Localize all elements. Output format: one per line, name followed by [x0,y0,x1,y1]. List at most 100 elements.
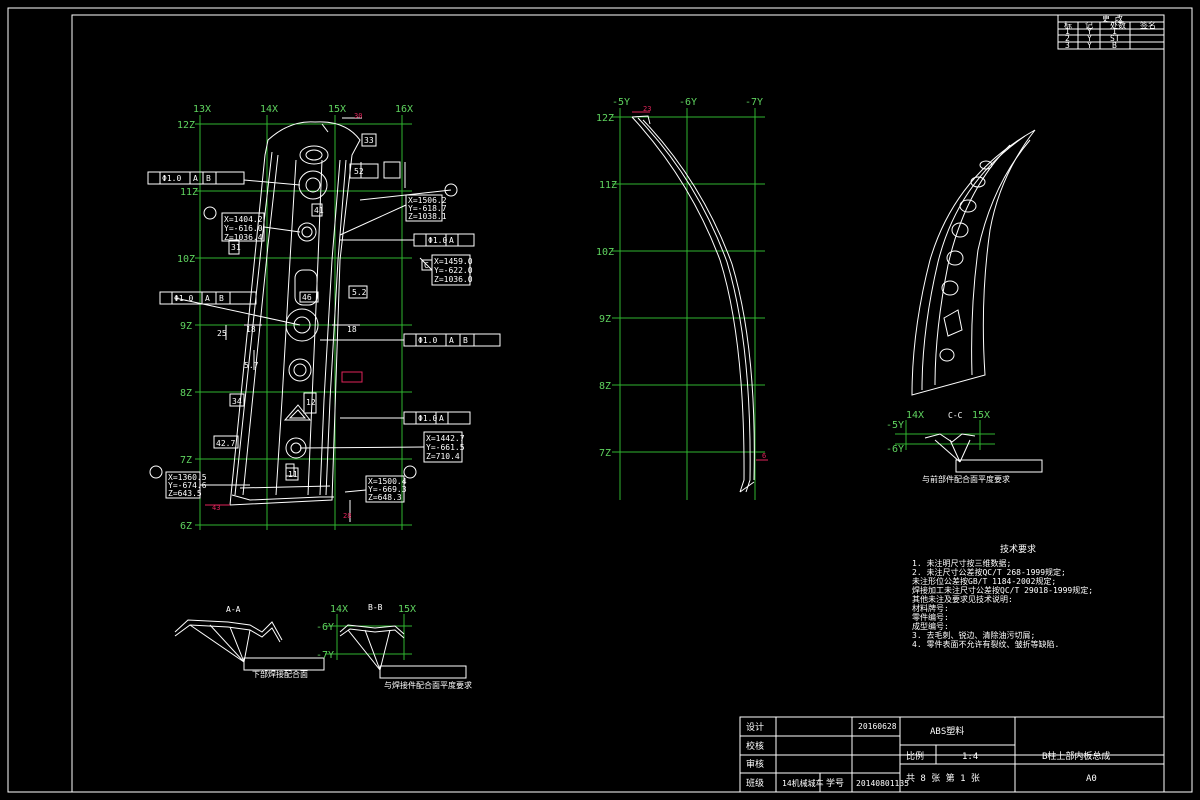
bb-grid-y6: -6Y [316,622,334,633]
tech-req-line: 成型编号: [912,621,949,631]
tb-paper-size: A0 [1086,774,1097,784]
iso-view [911,129,1036,396]
revision-col-0: 标 [1064,20,1072,30]
fcf-group: Φ1.0 A B Φ1.0 A Φ1.0 A B Φ1.0 A B Φ1.0 A… [147,171,501,425]
revision-cell: ST [1110,34,1120,43]
section-cc: 14X 15X -5Y -6Y C-C 与前部件配合面平度要求 [886,410,1043,484]
tb-class-value: 14机械城车 [782,778,824,788]
grid-z-10: 10Z [177,254,195,265]
tb-student-no-label: 学号 [826,777,844,789]
bb-grid-15: 15X [398,604,416,615]
dim-34: 34 [232,397,242,406]
title-block: 设计 校核 审核 班级 14机械城车 学号 20140801135 201606… [739,716,1165,793]
tech-req-line: 4. 零件表面不允许有裂纹、皱折等缺陷. [912,639,1059,649]
tb-checker-label: 校核 [746,740,764,752]
grid-x-16: 16X [395,104,413,115]
revision-table: 更 改 标 记 处数 签名 1 Y 1 2 Y ST 3 Y B [1057,13,1165,50]
bb-grid-y7: -7Y [316,650,334,661]
tech-req-title: 技术要求 [1000,543,1036,555]
grid-z-7: 7Z [180,455,192,466]
bb-label: B-B [368,603,383,612]
cc-grid-y6: -6Y [886,444,904,455]
side-grid-z-10: 10Z [596,247,614,258]
coord-br-x: X=1500.4 [368,477,407,486]
side-view: -5Y -6Y -7Y 12Z 11Z 10Z 9Z 8Z 7Z 23 6 [596,97,768,500]
revision-cell: 2 [1065,34,1070,43]
fcf-datum-a3: A [205,294,210,303]
fcf-datum-b4: B [463,336,468,345]
revision-cell: 1 [1112,27,1117,36]
datum-c: C [424,261,429,270]
aa-label: A-A [226,605,241,614]
grid-z-11: 11Z [180,187,198,198]
coord-bl-y: Y=-674.6 [168,481,207,490]
cc-grid-14: 14X [906,410,924,421]
coord-mid-z: Z=1036.0 [434,275,473,284]
dim-18b: 18 [347,325,357,334]
dim-18a: 18 [246,325,256,334]
coord-mid-x: X=1459.0 [434,257,473,266]
side-dim-6: 6 [762,452,766,460]
tb-scale-value: 1:4 [962,752,978,762]
aa-note: 下部焊接配合面 [252,669,308,679]
dim-52: 52 [354,167,364,176]
cc-grid-y5: -5Y [886,420,904,431]
revision-cell: B [1112,41,1117,50]
dim-25: 25 [217,329,227,338]
tech-req-line: 材料牌号: [912,603,949,613]
revision-col-2: 处数 [1110,20,1126,30]
coord-tl-z: Z=1036.4 [224,233,263,242]
grid-x-14: 14X [260,104,278,115]
tb-code-value: 20160628 [858,722,897,731]
revision-header: 更 改 [1102,13,1123,23]
grid-x-13: 13X [193,104,211,115]
dim-46: 46 [302,293,312,302]
cc-note: 与前部件配合面平度要求 [922,474,1010,484]
fcf-tol-3: Φ1.0 [174,294,193,303]
side-profile [631,115,755,493]
bb-note: 与焊接件配合面平度要求 [384,680,472,690]
coord-tr-x: X=1506.2 [408,196,447,205]
coord-lr-x: X=1442.7 [426,434,465,443]
tb-scale-label: 比例 [906,750,924,762]
side-grid-y-5: -5Y [612,97,630,108]
fcf-datum-b1: B [206,174,211,183]
fcf-datum-a5: A [439,414,444,423]
fcf-datum-a2: A [449,236,454,245]
front-view: 13X 14X 15X 16X 12Z 11Z 10Z 9Z 8Z 7Z 6Z [147,104,501,532]
grid-z-12: 12Z [177,120,195,131]
dim-30: 30 [354,112,362,120]
side-grid-z-8: 8Z [599,381,611,392]
tb-class-label: 班级 [746,777,764,789]
coord-lr-y: Y=-661.5 [426,443,465,452]
tech-req-line: 其他未注及要求见技术说明: [912,594,1013,604]
coord-br-y: Y=-669.3 [368,485,407,494]
coord-tr-y: Y=-618.7 [408,204,447,213]
side-grid-z-12: 12Z [596,113,614,124]
revision-cell: 1 [1065,27,1070,36]
fcf-tol-5: Φ1.0 [418,414,437,423]
side-grid-z-7: 7Z [599,448,611,459]
grid-z-8: 8Z [180,388,192,399]
dim-43: 43 [212,504,220,512]
cc-label: C-C [948,411,963,420]
dim-427: 42.7 [216,439,235,448]
coord-mid-y: Y=-622.0 [434,266,473,275]
section-bb: 14X 15X -6Y -7Y B-B 与焊接件配合面平度要求 [316,603,472,690]
tb-sheet-info: 共 8 张 第 1 张 [906,772,980,784]
coord-lr-z: Z=710.4 [426,452,460,461]
dim-57: 5.7 [244,361,259,370]
tech-req-line: 3. 去毛刺、锐边、清除油污切屑; [912,630,1035,640]
dim-12: 12 [306,398,316,407]
tb-reviewer-label: 审核 [746,758,764,770]
fcf-datum-a4: A [449,336,454,345]
dim-52b: 5.2 [352,288,367,297]
coord-tl-y: Y=-616.0 [224,224,263,233]
coord-bl-z: Z=643.5 [168,489,202,498]
side-dim-23: 23 [643,105,651,113]
grid-z-9: 9Z [180,321,192,332]
revision-col-3: 签名 [1140,20,1156,30]
fcf-datum-b3: B [219,294,224,303]
side-grid-y-7: -7Y [745,97,763,108]
section-aa: A-A 下部焊接配合面 [174,605,325,679]
